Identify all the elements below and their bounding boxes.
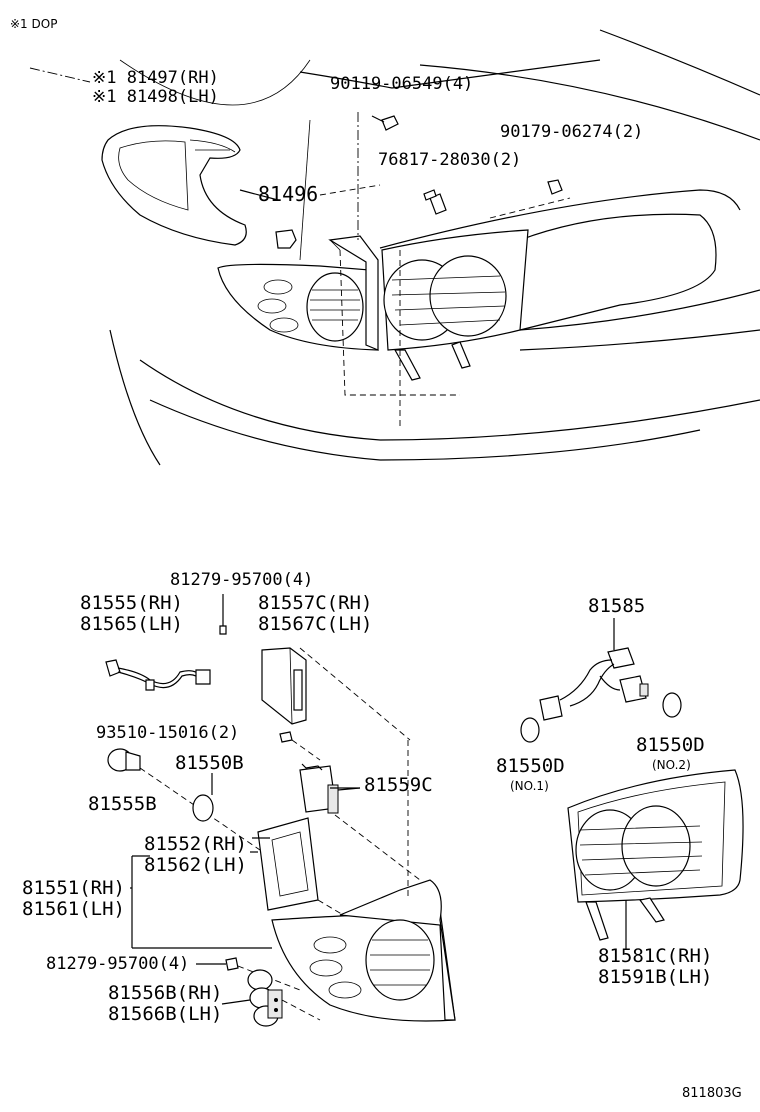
wire-harness-81555 [105, 659, 211, 691]
part-label-81567clh: 81567C(LH) [258, 613, 373, 635]
part-label-81279-bottom: 81279-95700(4) [46, 954, 190, 974]
part-label-81550b: 81550B [175, 752, 244, 774]
part-label-81562lh: 81562(LH) [144, 854, 247, 876]
part-label-76817: 76817-28030(2) [378, 150, 522, 170]
figure-code: 811803G [682, 1086, 742, 1101]
nut-90179 [489, 179, 571, 219]
right-tail-lamp-top [381, 229, 529, 381]
part-label-81559c: 81559C [364, 774, 433, 796]
part-label-93510: 93510-15016(2) [96, 723, 240, 743]
screw-93510 [279, 731, 321, 761]
bulb-81550b [192, 794, 214, 822]
part-label-81565lh: 81565(LH) [80, 613, 183, 635]
part-label-81550d-no1: 81550D [496, 755, 565, 777]
wire-harness-81585 [539, 618, 649, 721]
part-label-90119: 90119-06549(4) [330, 74, 474, 94]
part-label-81566blh: 81566B(LH) [108, 1003, 223, 1025]
part-label-90179: 90179-06274(2) [500, 122, 644, 142]
label-no2: (NO.2) [652, 758, 691, 772]
part-label-81557crh: 81557C(RH) [258, 592, 373, 614]
header-note: ※1 DOP [10, 17, 58, 31]
screw-81279-top [219, 594, 227, 635]
part-label-81555b: 81555B [88, 793, 157, 815]
bulb-81550d-no1 [520, 717, 540, 743]
bulb-81550d-no2 [662, 692, 682, 718]
part-label-81555rh: 81555(RH) [80, 592, 183, 614]
part-label-81497: ※1 81497(RH) [92, 68, 219, 88]
clip-81496 [239, 189, 297, 249]
bulb-81555b [107, 748, 261, 851]
part-label-81585: 81585 [588, 595, 646, 617]
label-no1: (NO.1) [510, 779, 549, 793]
vehicle-body-outline [29, 29, 760, 466]
part-label-81279-top: 81279-95700(4) [170, 570, 314, 590]
bolt-90119 [357, 112, 399, 240]
garnish-part [101, 125, 247, 246]
bracket-81557c [261, 647, 411, 741]
leader-lines [130, 773, 360, 1005]
part-label-81556brh: 81556B(RH) [108, 982, 223, 1004]
left-tail-lamp-top [217, 235, 379, 351]
lamp-81581c [567, 769, 744, 950]
part-label-81561lh: 81561(LH) [22, 898, 125, 920]
part-label-81496: 81496 [258, 182, 319, 206]
part-label-81550d-no2: 81550D [636, 734, 705, 756]
gasket-81552 [257, 817, 361, 926]
part-label-81581crh: 81581C(RH) [598, 945, 713, 967]
part-label-81498: ※1 81498(LH) [92, 87, 219, 107]
part-label-81591blh: 81591B(LH) [598, 966, 713, 988]
lamp-body-81551 [271, 740, 456, 1022]
pin-76817 [423, 189, 447, 215]
socket-81556b [247, 969, 321, 1027]
part-label-81552rh: 81552(RH) [144, 833, 247, 855]
part-label-81551rh: 81551(RH) [22, 877, 125, 899]
